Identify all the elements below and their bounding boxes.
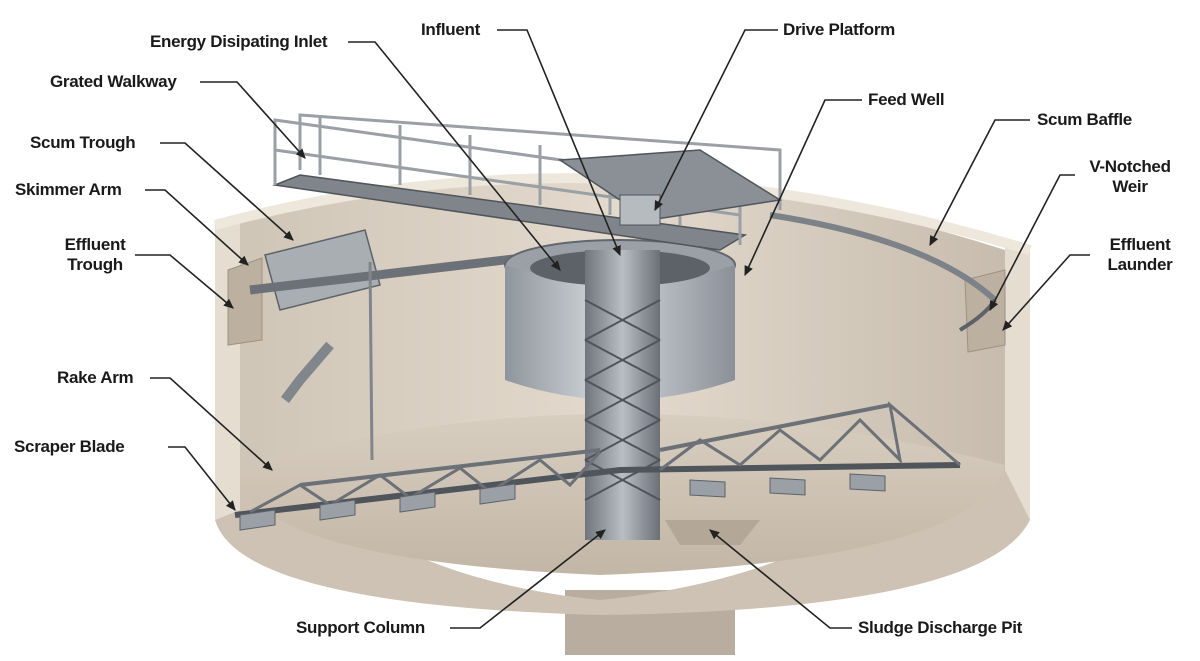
label-support-column: Support Column — [296, 618, 425, 637]
label-effluent-launder-line2: Launder — [1107, 255, 1173, 274]
leader-feed-well — [744, 99, 862, 277]
leader-lines — [135, 29, 1090, 629]
leader-effluent-launder — [1002, 254, 1090, 331]
skimmer-pipe — [281, 341, 334, 403]
label-influent: Influent — [421, 20, 480, 39]
leader-influent — [497, 29, 621, 257]
label-drive-platform: Drive Platform — [783, 20, 896, 39]
drive-unit — [619, 194, 661, 226]
leader-vnotched-weir — [989, 174, 1075, 311]
label-effluent-trough: Effluent Trough — [55, 235, 135, 275]
label-effluent-trough-line1: Effluent — [64, 235, 126, 254]
leader-scraper-blade — [168, 446, 236, 511]
label-scraper-blade: Scraper Blade — [14, 437, 125, 456]
rake-arm-truss — [249, 401, 961, 514]
leader-scum-trough — [160, 142, 294, 241]
label-sludge-pit: Sludge Discharge Pit — [858, 618, 1023, 637]
label-effluent-trough-line2: Trough — [67, 255, 123, 274]
label-feed-well: Feed Well — [868, 90, 945, 109]
column-truss — [584, 299, 661, 501]
leader-drive-platform — [654, 29, 778, 212]
label-rake-arm: Rake Arm — [57, 368, 134, 387]
label-effluent-launder: Effluent Launder — [1095, 235, 1185, 275]
label-vnotched-weir: V-Notched Weir — [1080, 157, 1180, 197]
scum-baffle-ring — [769, 212, 998, 303]
label-grated-walkway: Grated Walkway — [50, 72, 177, 91]
support-column-body — [585, 250, 660, 540]
scum-trough-shape — [264, 229, 381, 311]
label-vnotched-weir-line1: V-Notched — [1089, 157, 1171, 176]
label-scum-baffle: Scum Baffle — [1037, 110, 1132, 129]
label-skimmer-arm: Skimmer Arm — [15, 180, 122, 199]
leader-support-column — [450, 529, 606, 629]
right-cut-wall — [1005, 245, 1030, 520]
leader-effluent-trough — [135, 254, 234, 309]
leader-rake-arm — [150, 377, 273, 471]
left-cut-wall — [215, 215, 240, 520]
leader-scum-baffle — [929, 119, 1030, 246]
leader-skimmer-arm — [145, 189, 249, 266]
label-energy-inlet: Energy Disipating Inlet — [150, 32, 328, 51]
walkway-railing — [273, 113, 782, 245]
leader-grated-walkway — [200, 81, 306, 159]
skimmer-drop — [368, 261, 374, 461]
label-scum-trough: Scum Trough — [30, 133, 136, 152]
leader-energy-inlet — [348, 41, 561, 271]
label-vnotched-weir-line2: Weir — [1112, 177, 1148, 196]
walkway-deck — [272, 174, 748, 251]
label-effluent-launder-line1: Effluent — [1109, 235, 1171, 254]
tank-outer-shell — [215, 230, 1030, 615]
scraper-blades — [239, 473, 886, 531]
rake-arm-chord — [234, 462, 961, 518]
leader-sludge-pit — [709, 529, 852, 629]
effluent-trough — [227, 257, 263, 346]
